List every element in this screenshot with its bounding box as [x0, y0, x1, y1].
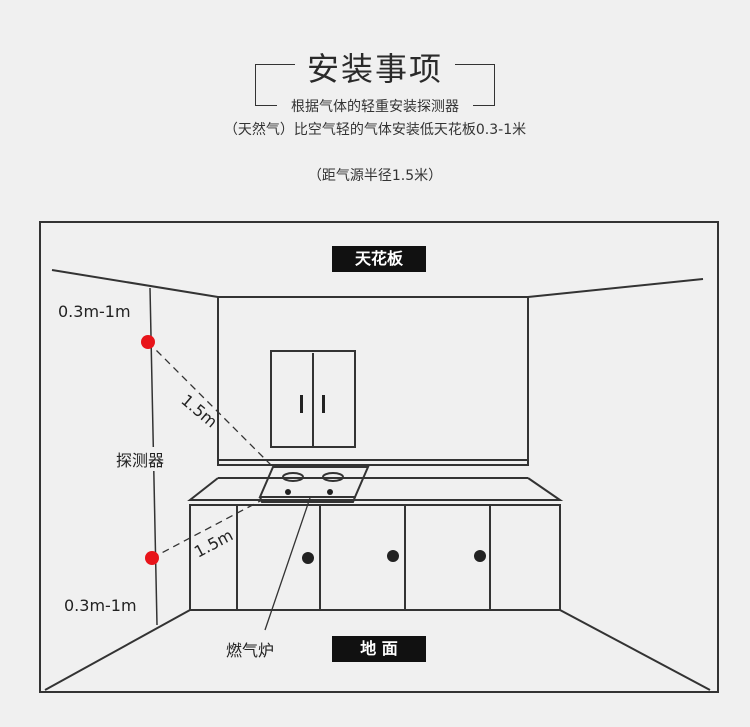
detector-dot-top [141, 335, 155, 349]
ceiling-left-edge [51, 269, 219, 298]
title-bracket-top-right [455, 64, 495, 65]
ceiling-right-edge [527, 278, 704, 298]
back-wall [217, 296, 529, 466]
cabinet-handle-right [322, 395, 325, 413]
radius-line-top [147, 341, 274, 468]
top-distance-label: 0.3m-1m [58, 302, 131, 321]
base-cabinets [189, 504, 561, 611]
radius-line-bottom [151, 499, 263, 559]
title-bracket-top-left [255, 64, 295, 65]
ceiling-tag: 天花板 [332, 246, 426, 272]
radius-label-top: 1.5m [177, 391, 221, 432]
cabinet-knob-1 [302, 552, 314, 564]
stove-label: 燃气炉 [226, 641, 275, 660]
floor-right-edge [559, 609, 711, 691]
detector-dot-bottom [145, 551, 159, 565]
title-bracket-left-vertical [255, 64, 256, 106]
radius-label-bottom: 1.5m [191, 525, 236, 561]
page-title: 安装事项 [306, 50, 443, 88]
subtitle-gas: （天然气）比空气轻的气体安装低天花板0.3-1米 [223, 122, 527, 138]
stove-knob-left [285, 489, 291, 495]
title-bracket-bottom-right [473, 105, 495, 106]
gas-stove [258, 466, 370, 498]
title-bracket-right-vertical [494, 64, 495, 106]
floor-tag: 地 面 [332, 636, 426, 662]
stove-knob-right [327, 489, 333, 495]
detector-label: 探测器 [114, 447, 167, 471]
subtitle-radius: （距气源半径1.5米） [307, 168, 443, 184]
subtitle-weight: 根据气体的轻重安装探测器 [291, 99, 459, 115]
header: 安装事项 根据气体的轻重安装探测器 （天然气）比空气轻的气体安装低天花板0.3-… [0, 0, 750, 200]
cabinet-handle-left [300, 395, 303, 413]
cabinet-knob-3 [474, 550, 486, 562]
cabinet-knob-2 [387, 550, 399, 562]
room-frame [39, 221, 719, 693]
title-bracket-bottom-left [255, 105, 277, 106]
floor-left-edge [44, 609, 191, 691]
bottom-distance-label: 0.3m-1m [64, 596, 137, 615]
